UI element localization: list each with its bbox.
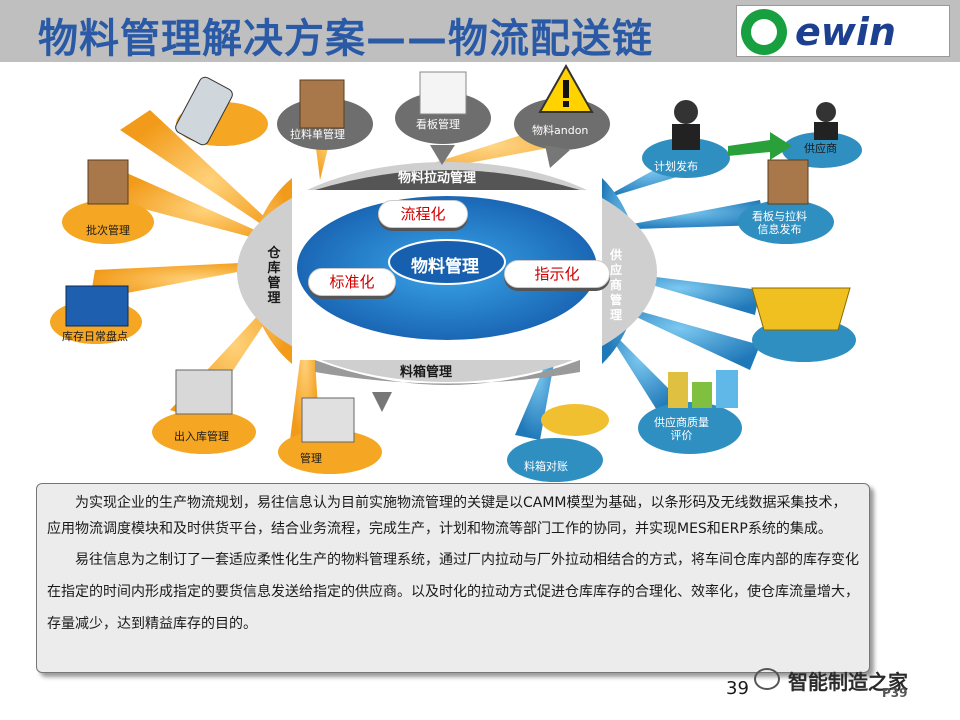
page-title: 物料管理解决方案——物流配送链	[38, 16, 653, 62]
node-label-andon: 物料andon	[532, 124, 589, 137]
logo-mark-icon	[741, 9, 787, 55]
logo-text: ewin	[795, 10, 896, 54]
node-label-kanban-release: 看板与拉料 信息发布	[752, 210, 807, 236]
node-label-kanban: 看板管理	[416, 118, 460, 131]
page-number: 39	[726, 678, 749, 699]
description-paragraph-2: 易往信息为之制订了一套适应柔性化生产的物料管理系统，通过厂内拉动与厂外拉动相结合…	[47, 552, 859, 632]
description-box: 为实现企业的生产物流规划，易往信息认为目前实施物流管理的关键是以CAMM模型为基…	[36, 483, 870, 673]
ewin-logo: ewin	[736, 5, 950, 57]
core-label: 物料管理	[411, 257, 479, 277]
node-label-box-reconcile: 料箱对账	[524, 460, 568, 473]
logistics-diagram	[50, 63, 862, 482]
top-nodes	[277, 63, 610, 168]
page-code: P39	[882, 686, 908, 700]
node-label-manage: 管理	[300, 452, 322, 465]
pill-indicate: 指示化	[504, 260, 610, 288]
node-label-in-out: 出入库管理	[174, 430, 229, 443]
left-icons	[65, 76, 392, 443]
warehouse-vertical-label: 仓库管理	[267, 246, 281, 306]
header-bar: 物料管理解决方案——物流配送链 ewin	[0, 0, 960, 62]
node-label-supplier: 供应商	[804, 142, 837, 155]
wechat-icon	[754, 668, 780, 690]
supplier-vertical-label: 供应商管理	[609, 248, 622, 322]
node-label-inventory: 库存日常盘点	[62, 330, 128, 343]
pill-standard: 标准化	[308, 268, 396, 296]
node-label-pull-order: 拉料单管理	[290, 128, 345, 141]
pill-process: 流程化	[378, 200, 468, 228]
ring-bottom-label: 料箱管理	[400, 365, 453, 380]
ring-top-label: 物料拉动管理	[398, 171, 477, 186]
right-icons	[541, 100, 851, 436]
node-label-quality: 供应商质量 评价	[654, 416, 709, 442]
node-label-batch: 批次管理	[86, 224, 130, 237]
right-nodes	[507, 132, 862, 482]
watermark-text: 智能制造之家	[788, 670, 908, 694]
node-label-plan-release: 计划发布	[654, 160, 698, 173]
description-paragraph-1: 为实现企业的生产物流规划，易往信息认为目前实施物流管理的关键是以CAMM模型为基…	[47, 495, 847, 537]
